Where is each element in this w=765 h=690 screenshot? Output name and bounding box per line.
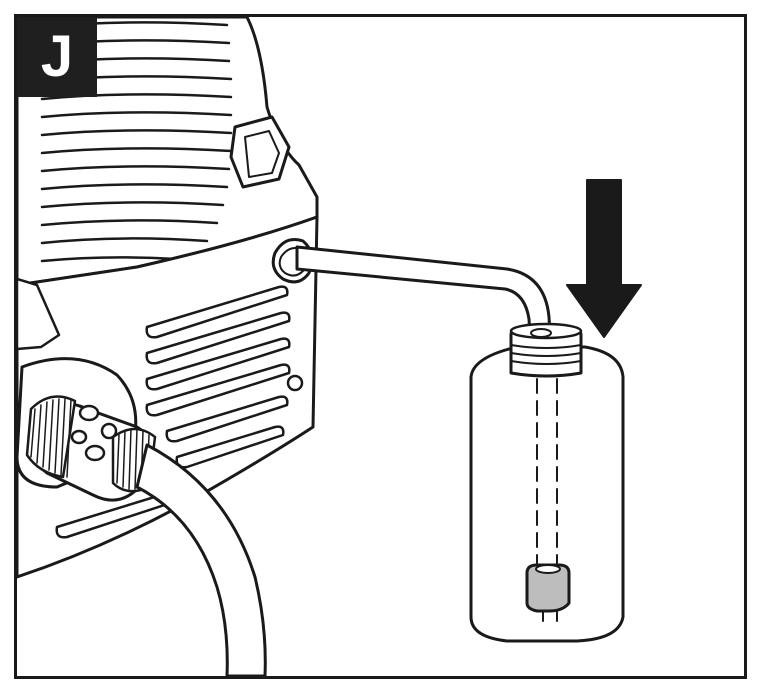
upper-vents	[40, 21, 233, 263]
filter-icon	[525, 563, 571, 613]
illustration	[17, 17, 642, 676]
garden-hose	[135, 443, 267, 676]
step-badge: J	[17, 17, 97, 97]
down-arrow-icon	[566, 179, 642, 338]
illustration-frame: J	[14, 14, 747, 679]
hose-connector-icon	[25, 395, 157, 502]
bottle-body	[469, 345, 625, 643]
bottle-icon	[469, 322, 625, 643]
screw	[286, 374, 304, 392]
lower-vents	[55, 285, 291, 539]
